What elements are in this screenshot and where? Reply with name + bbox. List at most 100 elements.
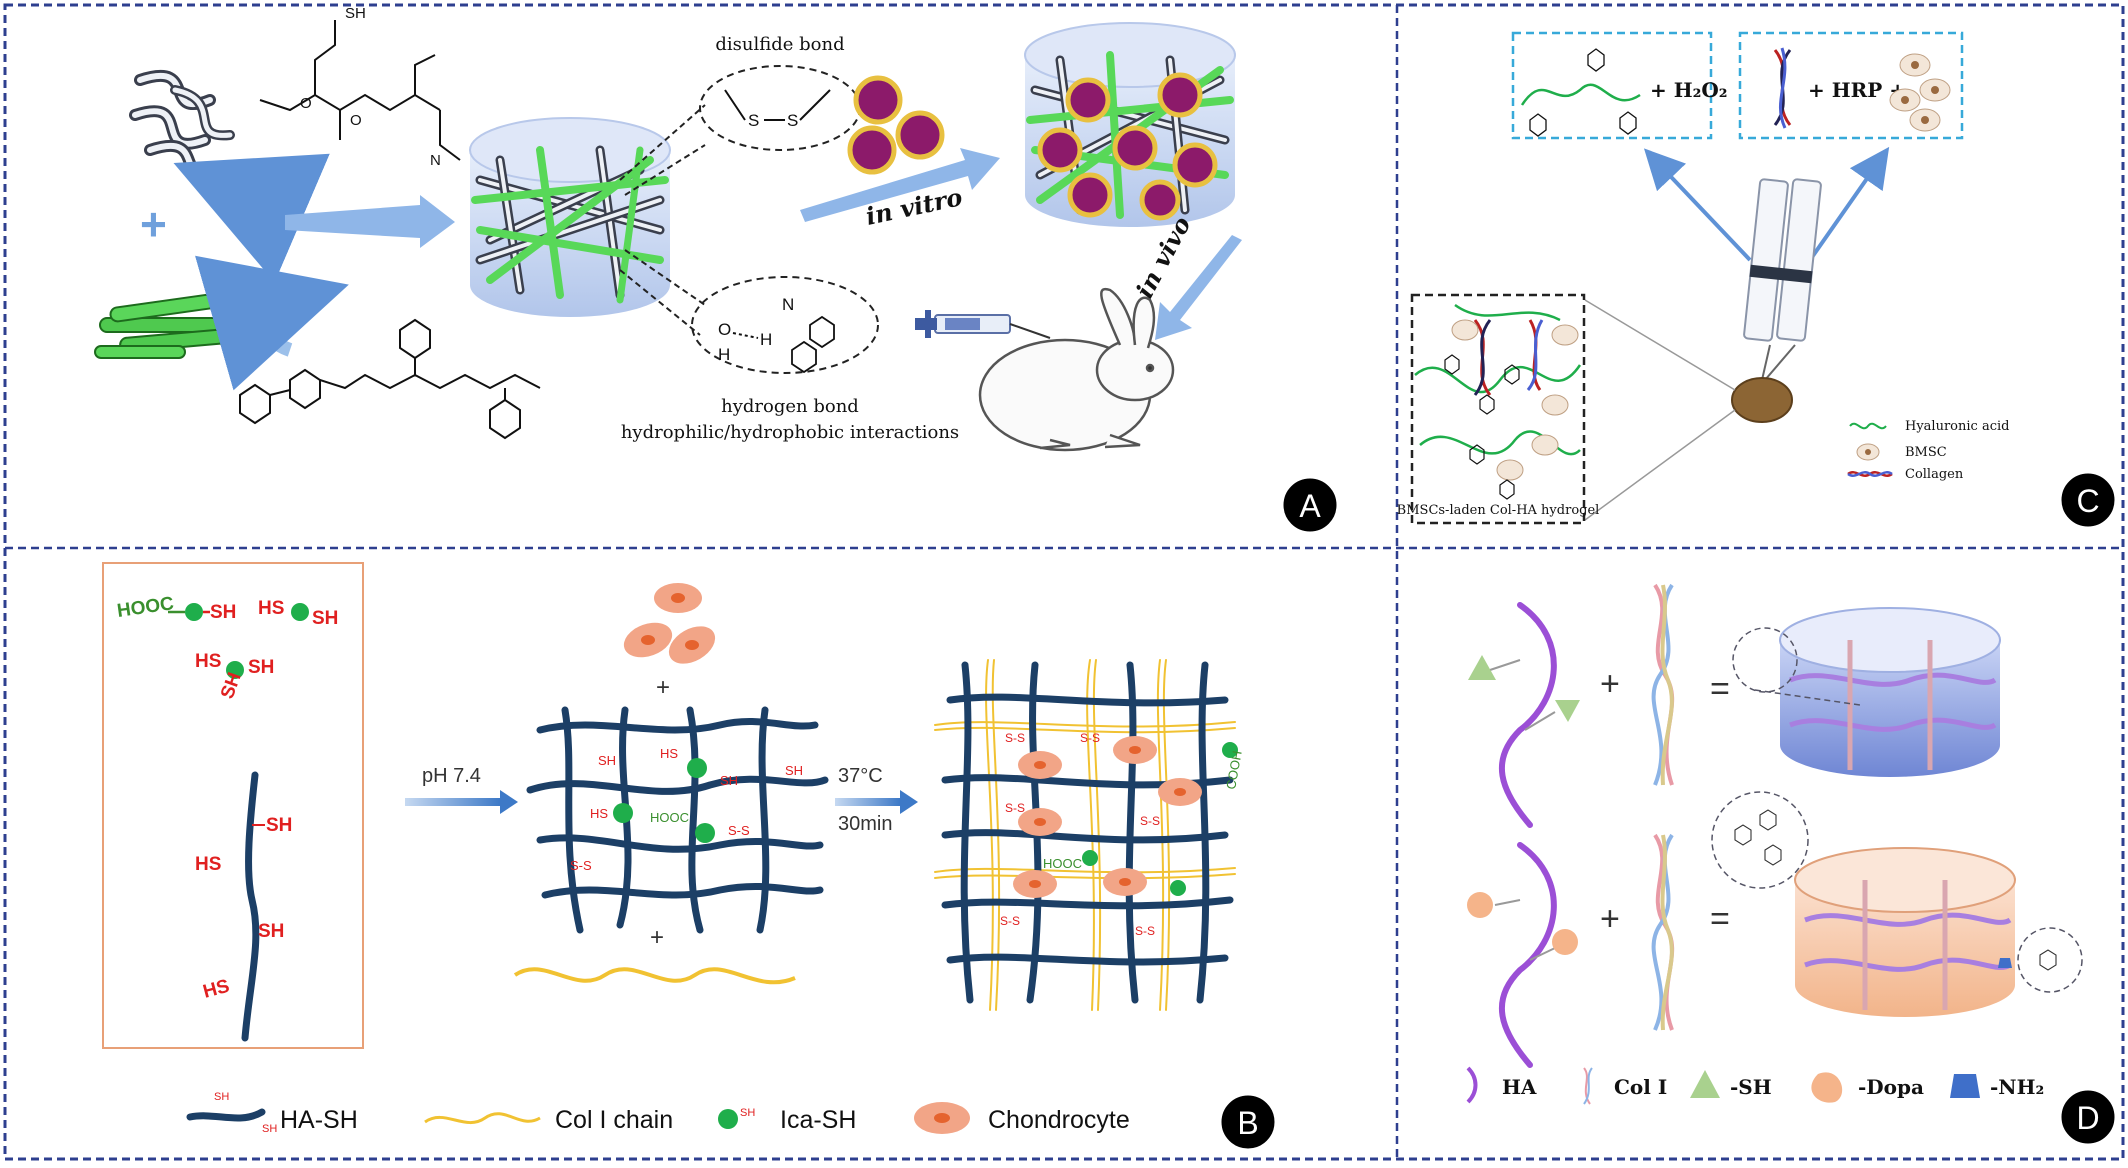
cell-cluster-icon — [847, 75, 945, 175]
curved-arrow-icon — [173, 153, 330, 283]
svg-text:S-S: S-S — [1080, 731, 1100, 745]
svg-text:-SH: -SH — [1730, 1075, 1772, 1099]
svg-text:SH: SH — [258, 921, 284, 942]
panel-c: + H₂O₂ + HRP + — [1397, 31, 2118, 530]
svg-text:S-S: S-S — [728, 823, 750, 838]
peptide-structure — [239, 318, 541, 440]
plus-sign: + — [140, 198, 167, 250]
hydrogel-zoom-box — [1410, 293, 1586, 525]
svg-text:H: H — [718, 345, 730, 364]
arrow-to-box1 — [1643, 148, 1752, 262]
hydrogen-bond-label: hydrogen bond — [721, 396, 859, 417]
collagen-triple-helix-2 — [1651, 833, 1675, 1031]
col-i-chain — [513, 967, 796, 985]
mol1-hooc: HOOC — [116, 593, 176, 622]
ha-sh-chain — [241, 771, 260, 1042]
panel-d: + = + = — [1466, 583, 2118, 1147]
svg-text:HOOC: HOOC — [650, 810, 689, 825]
svg-text:+: + — [1600, 900, 1620, 938]
svg-text:SH: SH — [785, 763, 803, 778]
chondrocyte-cluster-icon — [623, 583, 716, 664]
svg-text:S-S: S-S — [1135, 924, 1155, 938]
temperature-label: 37°C — [838, 765, 883, 787]
svg-text:HS: HS — [201, 976, 232, 1003]
ha-fiber-bundle-icon — [129, 69, 235, 181]
svg-text:S-S: S-S — [1000, 914, 1020, 928]
ph-label: pH 7.4 — [422, 765, 481, 787]
legend-ica-sh: Ica-SH — [780, 1106, 856, 1134]
col-i-icon — [1583, 1067, 1593, 1105]
chem-o-label: O — [350, 112, 362, 129]
svg-text:S-S: S-S — [1005, 731, 1025, 745]
legend-chondrocyte: Chondrocyte — [988, 1106, 1130, 1134]
arrow-to-box2 — [1808, 146, 1890, 262]
thiol-network — [526, 706, 829, 934]
ha-sh-chain-icon — [186, 1108, 266, 1122]
bone-defect-icon — [1731, 377, 1793, 423]
sh-triangle-icon — [1690, 1070, 1720, 1098]
chem-n-label: N — [430, 152, 441, 169]
svg-text:Hyaluronic acid: Hyaluronic acid — [1905, 419, 2009, 434]
svg-text:+: + — [656, 674, 670, 701]
disulfide-bond-label: disulfide bond — [715, 34, 844, 55]
svg-text:-Dopa: -Dopa — [1858, 1075, 1924, 1099]
process-arrow-icon — [285, 195, 455, 248]
svg-text:SH: SH — [740, 1107, 755, 1119]
panel-badge-label: C — [2076, 483, 2099, 519]
syringe-icon — [915, 310, 1051, 339]
panel-b: HOOC SH HS SH HS SH SH SH HS SH HS pH 7.… — [102, 562, 1278, 1152]
mol1-sh: SH — [210, 602, 236, 623]
panel-badge-label: A — [1299, 488, 1321, 524]
col-chain-icon — [424, 1112, 541, 1125]
svg-text:HS: HS — [660, 746, 678, 761]
mol2-sh: SH — [312, 608, 338, 629]
figure-frame — [3, 3, 2125, 1161]
svg-text:SH: SH — [720, 773, 738, 788]
hydrophobic-interactions-label: hydrophilic/hydrophobic interactions — [621, 422, 959, 443]
box1-formula: + H₂O₂ — [1650, 78, 1728, 102]
panel-b-legend: SH SH HA-SH Col I chain SH Ica-SH Chondr… — [186, 1091, 1130, 1135]
panel-badge — [2058, 1087, 2118, 1147]
svg-text:S-S: S-S — [1005, 801, 1025, 815]
legend-ha-sh: HA-SH — [280, 1106, 358, 1134]
sh-hydrogel-cylinder — [1732, 607, 2001, 777]
svg-text:S: S — [748, 111, 759, 130]
ha-chain-dopa — [1499, 842, 1557, 1068]
incubation-arrow-icon — [835, 798, 900, 806]
reactant-box-2 — [1738, 31, 1964, 140]
svg-text:Collagen: Collagen — [1905, 467, 1964, 482]
disulfide-callout: S S disulfide bond — [619, 34, 861, 196]
cell-laden-hydrogel-cylinder — [1024, 22, 1236, 227]
mol3-sh: SH — [248, 657, 274, 678]
chem-o-label: O — [300, 95, 312, 112]
panel-badge-label: D — [2076, 1100, 2099, 1136]
collagen-helix-icon — [1773, 47, 1792, 129]
svg-text:Col I: Col I — [1614, 1075, 1667, 1099]
reactant-box-1 — [1511, 31, 1713, 140]
svg-text:S: S — [787, 111, 798, 130]
panel-badge — [1280, 475, 1340, 535]
svg-text:-NH₂: -NH₂ — [1990, 1075, 2044, 1099]
svg-text:=: = — [1710, 900, 1730, 938]
nh2-icon — [1950, 1074, 1980, 1098]
collagen-triple-helix — [1651, 583, 1675, 786]
svg-text:N: N — [782, 295, 794, 314]
in-vitro-arrow-icon — [800, 148, 1000, 222]
legend-col-chain: Col I chain — [555, 1106, 673, 1134]
ph-arrow-icon — [405, 798, 500, 806]
hyaluronic-acid-icon — [1849, 422, 1887, 430]
box2-formula: + HRP + — [1808, 78, 1906, 102]
svg-text:HOOC: HOOC — [1043, 856, 1082, 871]
ha-thiol-structure — [259, 20, 461, 161]
reagent-box — [102, 562, 364, 1049]
svg-text:BMSC: BMSC — [1905, 445, 1947, 460]
svg-text:O: O — [718, 320, 731, 339]
ha-icon — [1466, 1066, 1478, 1104]
svg-text:HS: HS — [195, 854, 221, 875]
mol3-hs: HS — [195, 651, 221, 672]
panel-badge — [2058, 470, 2118, 530]
panel-a: + S H O O N — [94, 5, 1340, 535]
rabbit-icon — [978, 287, 1175, 452]
hydrogel-network-illustration — [1414, 303, 1582, 500]
